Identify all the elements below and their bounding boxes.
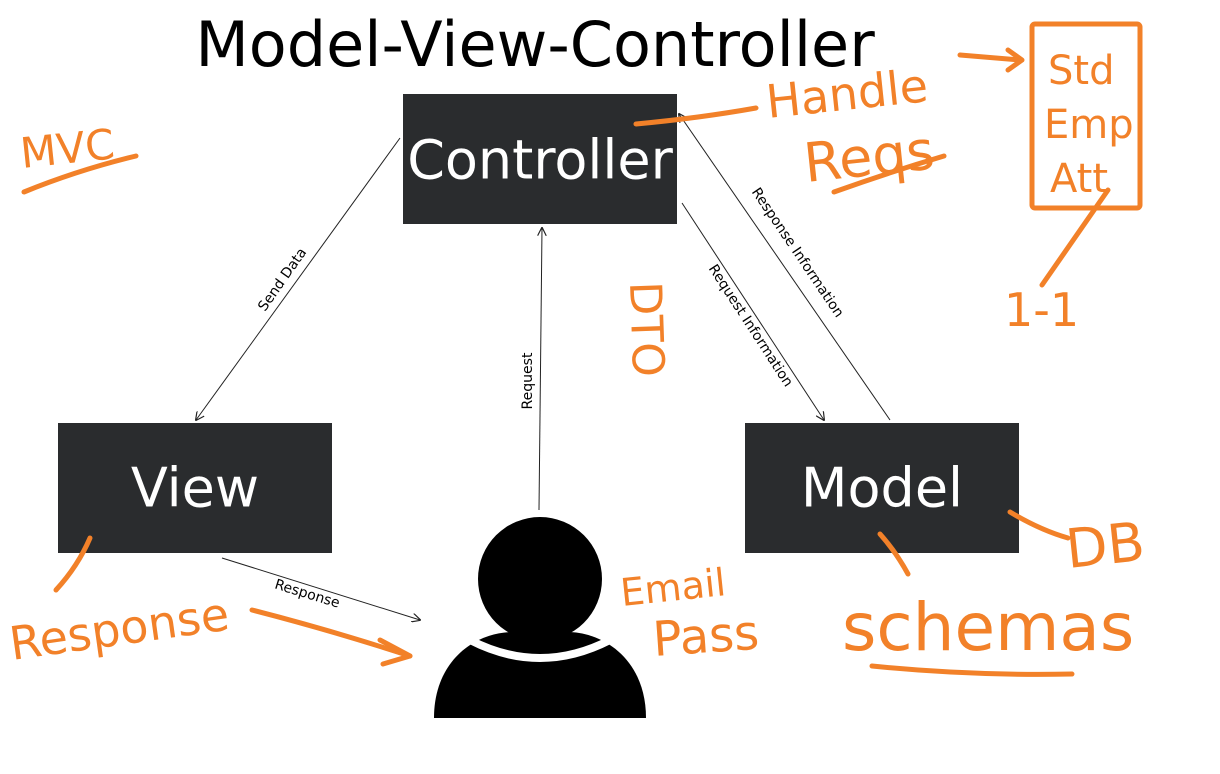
send-data-label: Send Data	[255, 245, 310, 314]
annotation-mvc: MVC	[18, 119, 139, 195]
controller-node: Controller	[403, 94, 677, 224]
annotation-handle-reqs: Handle Reqs	[633, 47, 1025, 195]
annotation-db: DB	[1007, 509, 1148, 581]
diagram-title: Model-View-Controller	[195, 8, 875, 81]
request-information-arrow	[681, 202, 824, 420]
svg-text:Email: Email	[618, 560, 727, 615]
request-information-label: Request Information	[705, 262, 796, 390]
annotation-entity-list: Std Emp Att 1-1	[1004, 21, 1143, 337]
svg-text:schemas: schemas	[842, 589, 1134, 666]
response-arrow	[221, 557, 420, 620]
svg-text:DTO: DTO	[619, 281, 673, 378]
request-arrow	[539, 228, 542, 511]
view-label: View	[131, 457, 259, 520]
annotation-response: Response	[6, 535, 413, 671]
svg-text:MVC: MVC	[18, 119, 117, 178]
model-node: Model	[745, 423, 1019, 553]
svg-text:Reqs: Reqs	[801, 119, 938, 195]
response-label: Response	[273, 577, 342, 612]
controller-label: Controller	[407, 129, 673, 192]
svg-text:1-1: 1-1	[1004, 283, 1079, 337]
svg-text:Response: Response	[6, 587, 232, 671]
model-label: Model	[801, 457, 963, 520]
view-node: View	[58, 423, 332, 553]
user-icon	[434, 517, 646, 718]
svg-text:Att: Att	[1050, 156, 1108, 202]
svg-text:Pass: Pass	[651, 605, 761, 668]
response-information-arrow	[679, 114, 891, 421]
annotation-dto: DTO	[619, 281, 673, 378]
svg-text:Emp: Emp	[1044, 102, 1134, 148]
svg-text:DB: DB	[1063, 510, 1148, 581]
send-data-arrow	[196, 137, 401, 420]
svg-text:Std: Std	[1048, 48, 1114, 94]
annotation-email-pass: Email Pass	[618, 560, 760, 668]
request-label: Request	[520, 352, 536, 409]
annotation-schemas: schemas	[842, 531, 1134, 677]
response-information-label: Response Information	[748, 185, 847, 321]
